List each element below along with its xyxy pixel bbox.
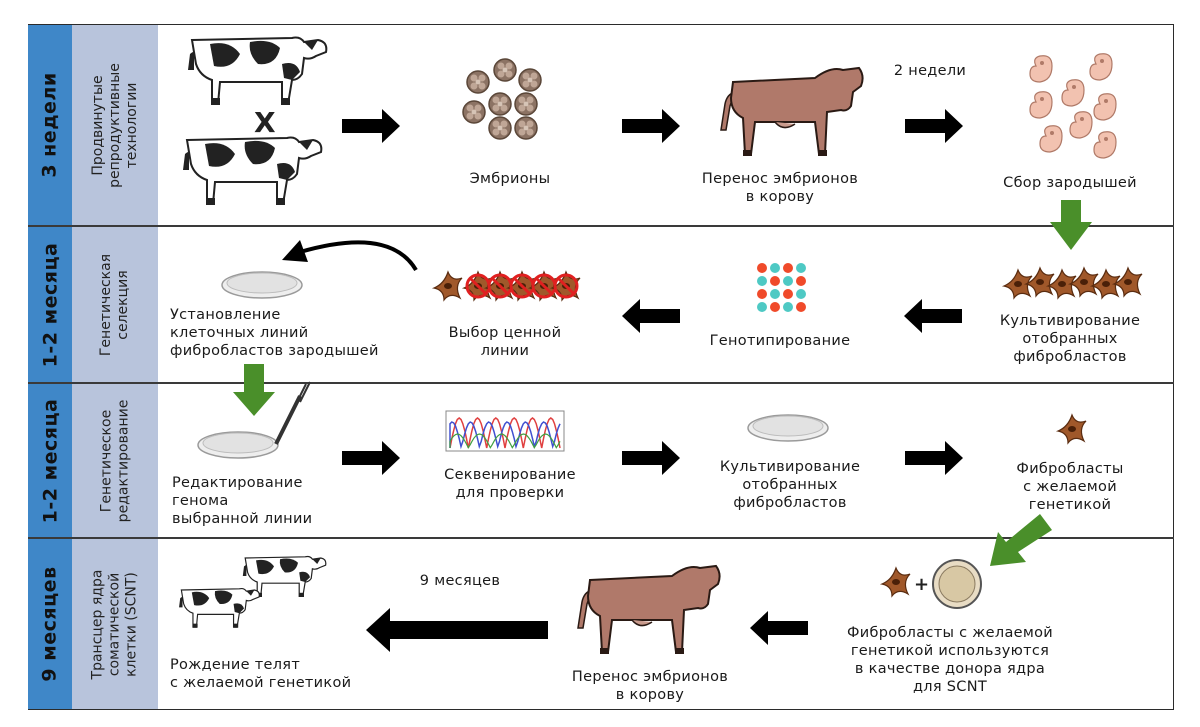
recipient-cow-icon (720, 67, 864, 157)
line-selection-icon (433, 271, 581, 301)
row-divider-1 (28, 225, 1174, 227)
arrow-left (622, 299, 680, 333)
fibroblasts-group-icon (1003, 267, 1143, 299)
label-line-choice: Выбор ценной линии (448, 325, 562, 359)
green-arrow-down (233, 364, 275, 416)
parent-cow-bottom (182, 136, 323, 206)
genotype-dot (796, 263, 806, 273)
genotype-dot (770, 289, 780, 299)
label-donor: Фибробласты с желаемой генетикой использ… (847, 625, 1053, 695)
petri-dish-icon (221, 271, 303, 299)
duration-cell-row4: 9 месяцев (28, 539, 72, 709)
rejected-cell-icon (551, 271, 581, 301)
genotype-dot (783, 276, 793, 286)
sequencing-chromatogram-icon (445, 410, 565, 452)
genotype-dot (757, 289, 767, 299)
arrow-right (905, 109, 963, 143)
label-cell-lines: Установление клеточных линий фибробласто… (170, 307, 379, 359)
label-embryos: Эмбрионы (469, 171, 551, 187)
arrow-left (904, 299, 962, 333)
label-nine-months: 9 месяцев (419, 573, 501, 589)
genotype-dot (757, 302, 767, 312)
oocyte-icon (932, 559, 982, 609)
curved-arrow-head (282, 240, 308, 262)
row-divider-2 (28, 382, 1174, 384)
label-two-weeks: 2 недели (893, 63, 967, 79)
calves-icon (178, 555, 327, 629)
arrow-right (342, 441, 400, 475)
genotype-dot (783, 302, 793, 312)
curved-arrow (299, 240, 418, 272)
duration-cell-row2: 1-2 месяца (28, 227, 72, 382)
label-fetus-collection: Сбор зародышей (1003, 175, 1137, 191)
fibroblast-icon (881, 567, 911, 597)
genotype-grid-icon (757, 263, 806, 312)
arrow-right (905, 441, 963, 475)
label-sequencing: Секвенирование для проверки (444, 467, 576, 501)
petri-dish-icon (197, 431, 279, 459)
label-cultivation-row3: Культивирование отобранных фибробластов (719, 459, 861, 511)
label-fibroblasts: Фибробласты с желаемой генетикой (1016, 461, 1124, 513)
genotype-dot (796, 302, 806, 312)
label-editing: Редактирование генома выбранной линии (172, 475, 313, 527)
genotype-dot (770, 302, 780, 312)
recipient-cow-icon (577, 565, 721, 655)
row-divider-3 (28, 537, 1174, 539)
phase-cell-row4: Трансцер ядра соматической клетки (SCNT) (72, 539, 158, 709)
genotype-dot (796, 289, 806, 299)
arrow-right (342, 109, 400, 143)
fetuses-icon (1029, 53, 1117, 159)
green-arrow-down (1050, 200, 1092, 250)
fibroblast-icon (1057, 414, 1087, 444)
cross-mark: X (254, 106, 276, 139)
genotype-dot (757, 276, 767, 286)
label-transfer-row4: Перенос эмбрионов в корову (571, 669, 729, 703)
pipette-icon (274, 381, 311, 445)
phase-cell-row1: Продвинутые репродуктивные технологии (72, 25, 158, 225)
arrow-right (622, 109, 680, 143)
phase-cell-row2: Генетическая селекция (72, 227, 158, 382)
genotype-dot (783, 263, 793, 273)
genotype-dot (770, 263, 780, 273)
genotype-dot (796, 276, 806, 286)
label-transfer: Перенос эмбрионов в корову (701, 171, 859, 205)
green-arrow-diagonal (990, 514, 1052, 566)
petri-dish-icon (747, 414, 829, 442)
plus-sign: + (914, 574, 929, 595)
label-calves: Рождение телят с желаемой генетикой (170, 657, 352, 691)
arrow-right (622, 441, 680, 475)
label-genotyping: Генотипирование (709, 333, 851, 349)
label-cultivation: Культивирование отобранных фибробластов (999, 313, 1141, 365)
long-arrow-left (366, 608, 548, 652)
genotype-dot (770, 276, 780, 286)
phase-cell-row3: Генетическое редактирование (72, 384, 158, 537)
duration-cell-row1: 3 недели (28, 25, 72, 225)
embryos-icon (462, 58, 542, 140)
duration-cell-row3: 1-2 месяца (28, 384, 72, 537)
genotype-dot (783, 289, 793, 299)
genotype-dot (757, 263, 767, 273)
parent-cow-top (187, 36, 328, 106)
arrow-left (750, 611, 808, 645)
